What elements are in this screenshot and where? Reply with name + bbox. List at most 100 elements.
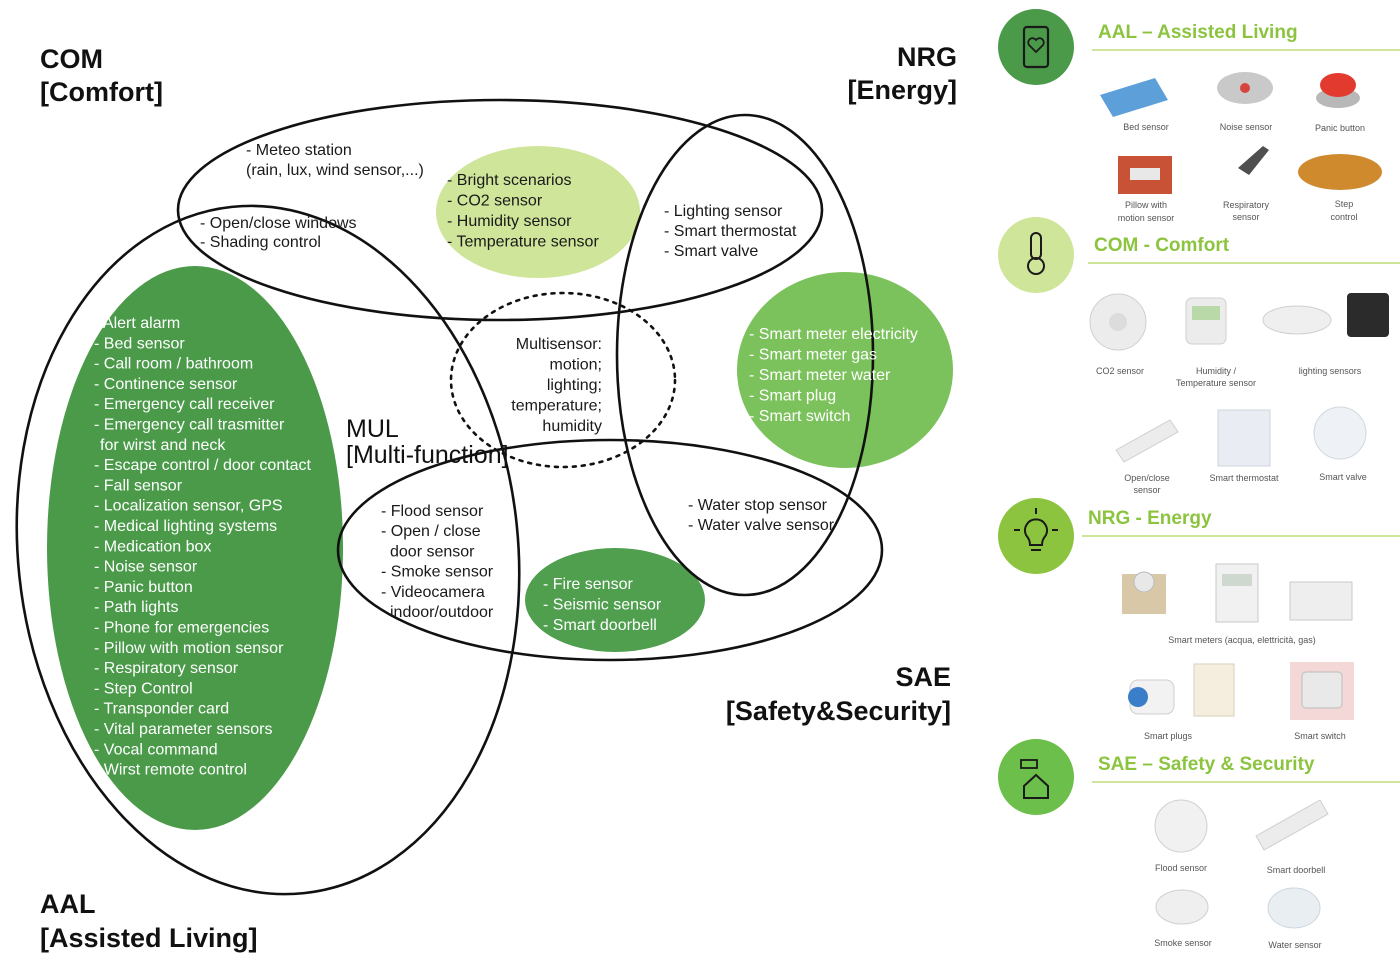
list-line: - Call room / bathroom <box>94 356 253 373</box>
respiratory-caption: Respiratory <box>1223 200 1270 210</box>
humidity-caption-2: Temperature sensor <box>1176 378 1256 388</box>
sae-section-title: SAE – Safety & Security <box>1098 754 1315 775</box>
nrg-products: Smart meters (acqua, elettricità, gas) S… <box>1122 563 1354 741</box>
list-line: - Open / close <box>381 523 481 540</box>
sae-outline-ellipse <box>336 438 884 662</box>
bed-sensor-image <box>1100 78 1168 117</box>
list-line: - Transponder card <box>94 701 229 718</box>
list-line: - Water valve sensor <box>688 517 835 534</box>
humidity-caption: Humidity / <box>1196 366 1237 376</box>
list-line: - Medical lighting systems <box>94 518 277 535</box>
list-line: - Water stop sensor <box>688 497 828 514</box>
list-line: - Meteo station <box>246 142 352 159</box>
list-line: indoor/outdoor <box>390 604 494 621</box>
humidity-sensor-image <box>1185 297 1227 345</box>
list-line: - Localization sensor, GPS <box>94 498 283 515</box>
com-outline-ellipse <box>176 98 824 322</box>
list-line: - Wirst remote control <box>94 762 247 779</box>
list-line: - Open/close windows <box>200 215 357 232</box>
aal-outline-ellipse <box>15 204 521 896</box>
aal-sensor-list: - Alert alarm- Bed sensor- Call room / b… <box>94 315 312 779</box>
list-line: - Bright scenarios <box>447 172 572 189</box>
windows-text: - Open/close windows- Shading control <box>200 215 357 251</box>
list-line: - Path lights <box>94 599 178 616</box>
com-corner-sublabel: [Comfort] <box>40 77 163 107</box>
lighting-caption: lighting sensors <box>1299 366 1362 376</box>
phone-heart-icon <box>998 9 1074 85</box>
list-line: for wirst and neck <box>100 437 226 454</box>
open-close-caption: Open/close <box>1124 473 1170 483</box>
aal-products: Bed sensor Noise sensor Panic button Pil… <box>1100 72 1382 223</box>
list-line: - Smart plug <box>749 388 836 405</box>
flood-caption: Flood sensor <box>1155 863 1207 873</box>
list-line: - Medication box <box>94 538 211 555</box>
list-line: - Smart thermostat <box>664 223 797 240</box>
step-caption-2: control <box>1330 212 1357 222</box>
sae-products: Flood sensor Smart doorbell Smoke sensor… <box>1154 799 1329 950</box>
valve-caption: Smart valve <box>1319 472 1367 482</box>
list-line: - Panic button <box>94 579 193 596</box>
list-line: humidity <box>542 418 602 435</box>
list-line: - Smart valve <box>664 243 758 260</box>
step-control-image <box>1298 154 1382 190</box>
nrg-corner-label: NRG <box>897 42 957 72</box>
list-line: - Vocal command <box>94 741 218 758</box>
smart-switch-caption: Smart switch <box>1294 731 1346 741</box>
nrg-section: NRG - Energy <box>998 498 1400 574</box>
com-section: COM - Comfort <box>998 217 1400 293</box>
list-line: - Phone for emergencies <box>94 620 269 637</box>
smart-thermostat-image <box>1217 409 1271 467</box>
co2-caption: CO2 sensor <box>1096 366 1144 376</box>
bright-scenarios-text: - Bright scenarios - CO2 sensor - Humidity… <box>447 172 599 251</box>
com-products: CO2 sensor Humidity / Temperature sensor… <box>1089 293 1389 495</box>
list-line: - Smart doorbell <box>543 617 657 634</box>
pillow-caption: Pillow with <box>1125 200 1167 210</box>
open-close-sensor-image <box>1115 419 1179 463</box>
smart-meters-caption: Smart meters (acqua, elettricità, gas) <box>1168 635 1316 645</box>
respiratory-sensor-image <box>1238 146 1269 175</box>
list-line: - Escape control / door contact <box>94 457 312 474</box>
smoke-sensor-image <box>1155 889 1209 925</box>
lightbulb-icon <box>998 498 1074 574</box>
list-line: - CO2 sensor <box>447 193 543 210</box>
comfort-light-fill <box>436 146 640 278</box>
list-line: - Temperature sensor <box>447 234 599 251</box>
list-line: - Smart meter water <box>749 367 891 384</box>
mul-sublabel: [Multi-function] <box>346 441 509 469</box>
list-line: door sensor <box>390 543 475 560</box>
sae-section: SAE – Safety & Security <box>998 739 1400 815</box>
list-line: - Smart meter gas <box>749 347 877 364</box>
respiratory-caption-2: sensor <box>1232 212 1259 222</box>
com-corner-label: COM <box>40 44 103 74</box>
panic-button-caption: Panic button <box>1315 123 1365 133</box>
electricity-meter-image <box>1215 563 1259 623</box>
meteo-station-text: - Meteo station (rain, lux, wind sensor,.… <box>246 142 424 179</box>
fire-sensor-text: - Fire sensor- Seismic sensor- Smart doo… <box>543 576 662 634</box>
smart-valve-image <box>1313 406 1367 460</box>
list-line: - Smoke sensor <box>381 564 494 581</box>
list-line: - Noise sensor <box>94 559 198 576</box>
list-line: - Continence sensor <box>94 376 238 393</box>
smart-doorbell-image <box>1255 799 1329 851</box>
list-line: - Respiratory sensor <box>94 660 239 677</box>
list-line: - Smart meter electricity <box>749 326 918 343</box>
lighting-sensor-image <box>1262 305 1332 335</box>
list-line: - Bed sensor <box>94 335 185 352</box>
lighting-sensor-image-2 <box>1347 293 1389 337</box>
nrg-outline-ellipse <box>615 113 875 597</box>
lighting-sensor-text: - Lighting sensor - Smart thermostat - Sma… <box>664 203 797 260</box>
aal-fill-ellipse <box>47 266 343 830</box>
list-line: (rain, lux, wind sensor,...) <box>246 162 424 179</box>
thermometer-icon <box>998 217 1074 293</box>
list-line: Multisensor: <box>516 336 602 353</box>
water-sensor-caption: Water sensor <box>1268 940 1321 950</box>
list-line: - Humidity sensor <box>447 213 572 230</box>
noise-sensor-caption: Noise sensor <box>1220 122 1273 132</box>
safety-fill-ellipse <box>525 548 705 652</box>
com-section-title: COM - Comfort <box>1094 235 1230 256</box>
home-camera-icon <box>998 739 1074 815</box>
list-line: - Fire sensor <box>543 576 633 593</box>
list-line: - Lighting sensor <box>664 203 783 220</box>
list-line: - Fall sensor <box>94 477 183 494</box>
smart-plug-image-2 <box>1193 663 1235 717</box>
